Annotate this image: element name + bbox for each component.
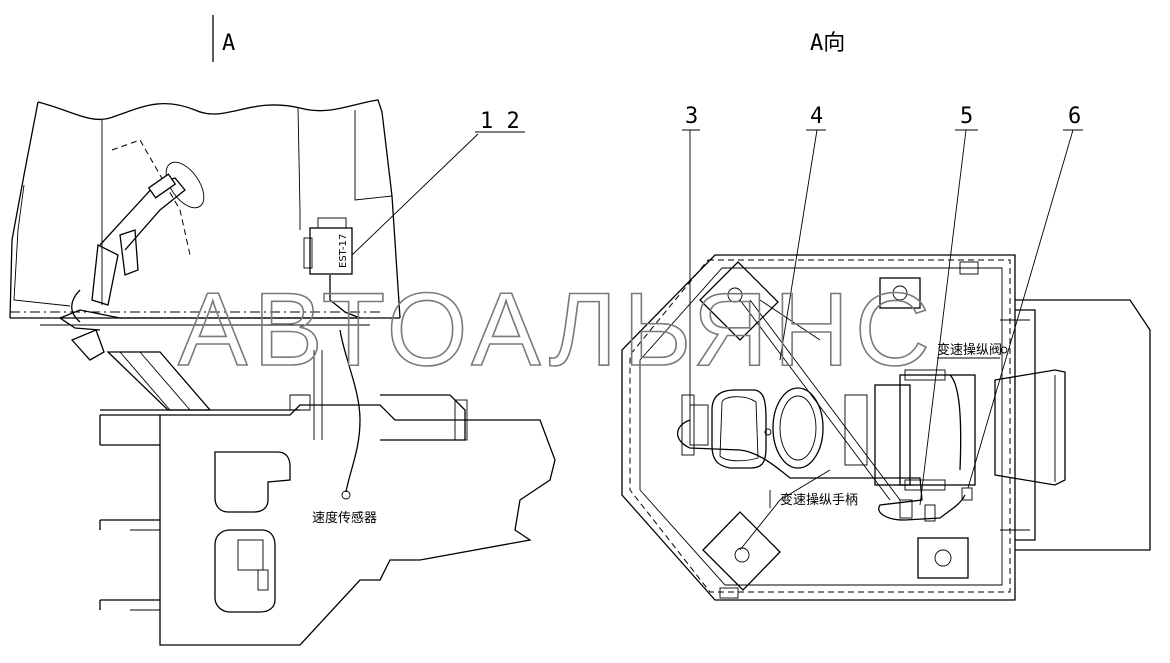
view-label-a: A	[222, 31, 235, 56]
shift-valve-label: 变速操纵阀	[937, 342, 1002, 358]
est-17-label: EST-17	[338, 234, 349, 268]
plan-view: 变速操纵阀 变速操纵手柄	[621, 254, 1151, 601]
callout-1-2: 1 2	[351, 109, 525, 256]
svg-text:5: 5	[960, 104, 973, 129]
speed-sensor-label: 速度传感器	[312, 510, 377, 526]
watermark: АВТОАЛЬЯНС	[178, 272, 936, 388]
callout-4: 4	[779, 104, 826, 361]
callout-6: 6	[967, 104, 1083, 489]
callout-3: 3	[682, 104, 700, 410]
shift-handle-label: 变速操纵手柄	[780, 492, 858, 508]
est-17-controller: EST-17	[303, 217, 353, 275]
view-label-a-direction: A向	[810, 31, 845, 56]
callout-5: 5	[919, 104, 978, 506]
svg-text:6: 6	[1068, 104, 1081, 129]
callout-1-2-label: 1 2	[480, 109, 520, 134]
svg-text:3: 3	[685, 104, 698, 129]
side-view: EST-17 速度传感器	[9, 99, 556, 646]
svg-text:4: 4	[810, 104, 823, 129]
view-arrow-a: A	[212, 15, 235, 62]
